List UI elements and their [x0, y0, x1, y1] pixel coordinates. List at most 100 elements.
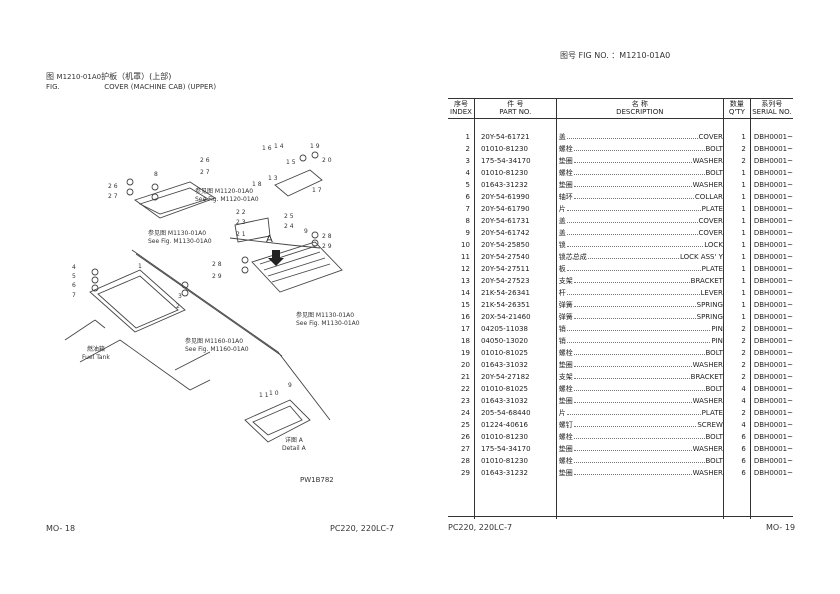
- row-serial: DBH0001~: [749, 311, 793, 323]
- svg-text:2 7: 2 7: [200, 169, 210, 176]
- row-description-en: WASHER: [692, 445, 723, 453]
- row-qty: 1: [722, 215, 751, 227]
- row-index: 6: [465, 193, 470, 201]
- row-index: 18: [461, 337, 470, 345]
- row-serial: DBH0001~: [749, 215, 793, 227]
- row-part-number: 01224-40616: [473, 419, 557, 431]
- leader-dots: [573, 306, 696, 307]
- row-description-en: COLLAR: [694, 193, 723, 201]
- leader-dots: [573, 354, 705, 355]
- row-qty: 2: [722, 143, 751, 155]
- row-description-cn: 盖: [558, 229, 566, 237]
- row-index: 17: [461, 325, 470, 333]
- row-description-en: WASHER: [692, 181, 723, 189]
- svg-text:1 4: 1 4: [274, 143, 284, 150]
- row-part-number: 20Y-54-61731: [473, 215, 557, 227]
- left-model-name: PC220, 220LC-7: [330, 524, 395, 533]
- leader-dots: [573, 162, 692, 163]
- row-part-number: 04205-11038: [473, 323, 557, 335]
- row-description-cn: 螺钉: [558, 421, 573, 429]
- leader-dots: [573, 438, 705, 439]
- detail-a-marker: A: [266, 234, 273, 245]
- row-description-en: WASHER: [692, 397, 723, 405]
- row-serial: DBH0001~: [749, 179, 793, 191]
- leader-dots: [573, 282, 690, 283]
- leader-dots: [573, 174, 705, 175]
- left-page-number: MO- 18: [46, 524, 76, 533]
- row-qty: 2: [722, 407, 751, 419]
- row-serial: DBH0001~: [749, 167, 793, 179]
- svg-text:1 6: 1 6: [262, 145, 272, 152]
- row-description-en: PIN: [711, 325, 723, 333]
- row-description-cn: 垫圈: [558, 157, 573, 165]
- row-serial: DBH0001~: [749, 347, 793, 359]
- cover-1: [89, 269, 186, 333]
- svg-text:2 1: 2 1: [236, 231, 246, 238]
- row-index: 22: [461, 385, 470, 393]
- row-qty: 1: [722, 167, 751, 179]
- row-part-number: 01010-81025: [473, 383, 557, 395]
- row-serial: DBH0001~: [749, 299, 793, 311]
- row-serial: DBH0001~: [749, 467, 793, 479]
- row-serial: DBH0001~: [749, 131, 793, 143]
- row-serial: DBH0001~: [749, 287, 793, 299]
- row-description-en: BOLT: [705, 385, 723, 393]
- svg-text:9: 9: [288, 382, 292, 389]
- cover-8: [134, 181, 217, 219]
- row-serial: DBH0001~: [749, 455, 793, 467]
- row-part-number: 01643-31032: [473, 395, 557, 407]
- row-description-cn: 螺栓: [558, 169, 573, 177]
- svg-text:2 4: 2 4: [284, 223, 294, 230]
- leader-dots: [566, 270, 701, 271]
- row-part-number: 01010-81230: [473, 167, 557, 179]
- row-description-en: PLATE: [701, 205, 723, 213]
- fig-no-title: 图号 FIG NO. ：M1210-01A0: [560, 51, 671, 60]
- row-description-cn: 盖: [558, 217, 566, 225]
- row-description-en: PIN: [711, 337, 723, 345]
- row-index: 29: [461, 469, 470, 477]
- row-qty: 1: [722, 227, 751, 239]
- row-part-number: 01643-31232: [473, 467, 557, 479]
- leader-dots: [573, 366, 692, 367]
- row-description-cn: 螺栓: [558, 349, 573, 357]
- row-part-number: 01010-81025: [473, 347, 557, 359]
- row-index: 14: [461, 289, 470, 297]
- leader-dots: [573, 390, 705, 391]
- row-description-cn: 弹簧: [558, 313, 573, 321]
- svg-text:1: 1: [138, 263, 142, 270]
- row-description-cn: 板: [558, 265, 566, 273]
- row-part-number: 04050-13020: [473, 335, 557, 347]
- row-description-en: BOLT: [705, 169, 723, 177]
- figure-title-en: COVER (MACHINE CAB) (UPPER): [104, 83, 217, 91]
- row-index: 13: [461, 277, 470, 285]
- leader-dots: [573, 426, 697, 427]
- row-description-en: WASHER: [692, 157, 723, 165]
- leader-dots: [566, 330, 711, 331]
